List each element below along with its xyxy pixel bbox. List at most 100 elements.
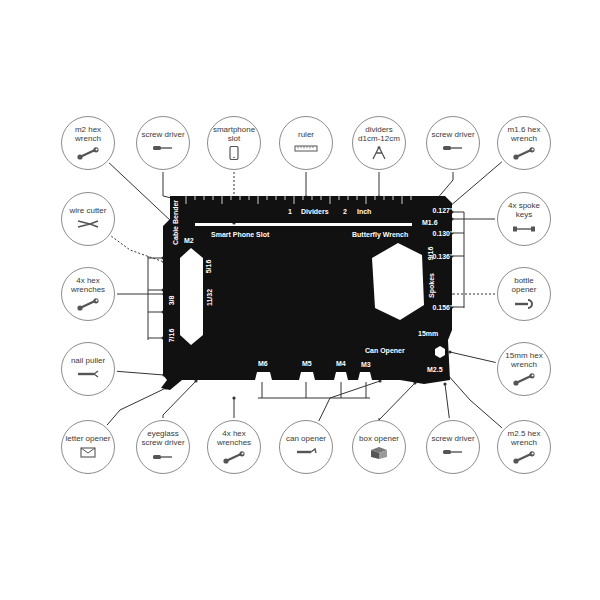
tool-label: Cable Bender	[172, 199, 179, 244]
tool-callout-circle: m1.6 hex wrench	[497, 116, 551, 170]
tool-callout-circle: screw driver	[426, 420, 480, 474]
tool-callout-circle: bottle opener	[497, 267, 551, 321]
callout-text: can opener	[283, 435, 329, 444]
tool-icon	[441, 141, 465, 155]
leader-dot	[232, 396, 235, 399]
tool-label: Butterfly Wrench	[352, 231, 408, 238]
tool-label: M2.5	[427, 366, 443, 373]
tool-label: 9/16	[427, 246, 434, 260]
leader-line	[306, 172, 307, 197]
tool-label: 0.156"	[433, 304, 454, 311]
tool-callout-circle: nail puller	[61, 342, 115, 396]
tool-icon	[512, 450, 536, 464]
tool-callout-circle: smartphone slot	[207, 116, 261, 170]
multitool-card: Cable BenderM2Smart Phone Slot1Dividers2…	[160, 185, 455, 395]
leader-line	[445, 384, 449, 418]
tool-callout-circle: 4x spoke keys	[497, 192, 551, 246]
leader-line	[450, 352, 496, 363]
tool-icon	[222, 146, 246, 160]
tool-callout-circle: m2.5 hex wrench	[497, 420, 551, 474]
tool-icon	[294, 445, 318, 459]
tool-label: M4	[336, 360, 346, 367]
tool-label: Inch	[357, 208, 371, 215]
leader-line	[379, 383, 415, 420]
tool-label: M3	[361, 361, 371, 368]
leader-line	[234, 398, 235, 418]
tool-label: M1.6	[422, 219, 438, 226]
leader-line	[117, 371, 164, 375]
callout-text: 4x hex wrenches	[65, 277, 111, 295]
tool-callout-circle: can opener	[279, 420, 333, 474]
leader-line	[451, 294, 495, 295]
callout-text: 15mm hex wrench	[501, 352, 547, 370]
tool-icon	[76, 217, 100, 231]
tool-callout-circle: letter opener	[61, 420, 115, 474]
callout-text: screw driver	[430, 131, 476, 140]
tool-label: Dividers	[301, 208, 329, 215]
leader-line	[452, 219, 495, 220]
tool-icon	[222, 450, 246, 464]
tool-callout-circle: ruler	[279, 116, 333, 170]
tool-label: 3/8	[168, 295, 175, 305]
tool-callout-circle: 4x hex wrenches	[207, 420, 261, 474]
tool-icon	[512, 372, 536, 386]
leader-line	[436, 172, 453, 200]
callout-text: m2.5 hex wrench	[501, 430, 547, 448]
tool-label: M5	[302, 360, 312, 367]
tool-label: M6	[258, 360, 268, 367]
leader-dot	[448, 350, 451, 353]
tool-icon	[367, 445, 391, 459]
tool-icon	[76, 297, 100, 311]
callout-text: screw driver	[430, 435, 476, 444]
callout-text: ruler	[283, 131, 329, 140]
tool-icon	[76, 367, 100, 381]
tool-label: 15mm	[418, 330, 438, 337]
callout-text: 4x hex wrenches	[211, 430, 257, 448]
callout-text: m1.6 hex wrench	[501, 126, 547, 144]
tool-label: Can Opener	[365, 347, 405, 354]
leader-line	[319, 381, 380, 421]
tool-icon	[512, 222, 536, 236]
callout-text: smartphone slot	[211, 126, 257, 144]
tool-callout-circle: eyeglass screw driver	[136, 420, 190, 474]
leader-line	[379, 172, 380, 197]
leader-line	[111, 236, 164, 262]
callout-text: m2 hex wrench	[65, 126, 111, 144]
callout-text: box opener	[356, 435, 402, 444]
tool-icon	[76, 146, 100, 160]
tool-label: 0.136"	[433, 253, 454, 260]
tool-label: M2	[184, 237, 194, 244]
tool-callout-circle: 4x hex wrenches	[61, 267, 115, 321]
callout-text: bottle opener	[501, 277, 547, 295]
tool-callout-circle: wire cutter	[61, 192, 115, 246]
tool-icon	[294, 141, 318, 155]
tool-label: Smart Phone Slot	[211, 231, 269, 238]
callout-text: eyeglass screw driver	[140, 430, 186, 448]
tool-callout-circle: screw driver	[136, 116, 190, 170]
callout-text: dividers d1cm-12cm	[356, 126, 402, 144]
leader-line	[163, 172, 176, 199]
tool-icon	[76, 445, 100, 459]
tool-label: 5/16	[205, 259, 212, 273]
tool-icon	[441, 445, 465, 459]
tool-icon	[512, 146, 536, 160]
leader-line	[117, 294, 164, 295]
callout-text: letter opener	[65, 435, 111, 444]
tool-callout-circle: dividers d1cm-12cm	[352, 116, 406, 170]
tool-label: 11/32	[206, 288, 213, 305]
callout-text: 4x spoke keys	[501, 202, 547, 220]
tool-icon	[512, 297, 536, 311]
leader-dot	[443, 382, 446, 385]
tool-label: 7/16	[168, 328, 175, 342]
tool-icon	[151, 450, 175, 464]
tool-icon	[151, 141, 175, 155]
tool-callout-circle: screw driver	[426, 116, 480, 170]
tool-icon	[367, 146, 391, 160]
callout-text: wire cutter	[65, 207, 111, 216]
callout-text: nail puller	[65, 357, 111, 366]
tool-label: Spokes	[427, 273, 434, 298]
tool-callout-circle: 15mm hex wrench	[497, 342, 551, 396]
tool-callout-circle: box opener	[352, 420, 406, 474]
tool-label: 1	[288, 208, 292, 215]
tool-callout-circle: m2 hex wrench	[61, 116, 115, 170]
